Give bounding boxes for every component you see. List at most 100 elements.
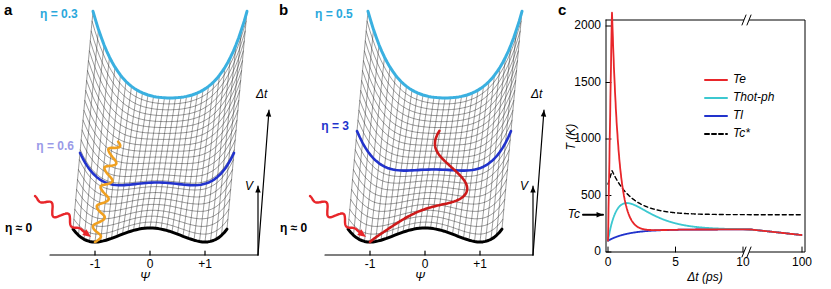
figure-label: η = 0.6	[36, 140, 74, 153]
axis-tick	[608, 247, 609, 252]
mesh-line	[112, 86, 132, 238]
figure-label: 1500	[574, 76, 601, 89]
mesh-line	[80, 150, 234, 183]
trajectory	[370, 131, 467, 242]
psi-axis	[50, 254, 258, 255]
mesh-line	[475, 75, 495, 241]
figure-label: 0	[594, 245, 601, 258]
axis-tick	[424, 251, 425, 255]
figure-label: c	[558, 2, 566, 19]
mesh-line	[211, 57, 231, 241]
figure-label: η = 0.5	[315, 8, 353, 21]
mesh-line	[469, 82, 489, 241]
mesh-line	[387, 86, 407, 238]
mesh-line	[381, 82, 401, 241]
mesh-line	[497, 30, 517, 236]
potential-curve	[80, 153, 234, 185]
legend-sample	[705, 115, 727, 117]
figure-label: +1	[473, 258, 487, 271]
figure-label: 0	[422, 258, 429, 271]
mesh-line	[128, 95, 148, 232]
v-axis-head	[255, 186, 260, 192]
mesh-line	[134, 96, 154, 230]
axis-tick	[675, 247, 676, 252]
axis-tick	[743, 247, 744, 252]
figure-label: -1	[365, 258, 376, 271]
figure-label: 10	[736, 256, 749, 269]
figure-label: 500	[581, 189, 601, 202]
legend-sample	[705, 79, 727, 81]
legend-sample	[705, 97, 727, 99]
mesh-line	[93, 11, 247, 98]
figure-label: 1000	[574, 132, 601, 145]
mesh-line	[365, 41, 519, 116]
mesh-line	[392, 90, 412, 236]
trajectory	[93, 142, 120, 242]
chart-frame	[606, 20, 805, 252]
figure-label: 0	[147, 258, 154, 271]
figure-label: a	[4, 2, 12, 19]
mesh-line	[348, 11, 368, 229]
mesh-line	[79, 30, 99, 236]
figure-label: 5	[672, 256, 679, 269]
mesh-line	[367, 21, 521, 104]
potential-curve	[368, 11, 522, 98]
mesh-line	[447, 95, 467, 232]
mesh-line	[92, 21, 246, 104]
mesh-line	[82, 130, 236, 170]
potential-curve	[93, 11, 247, 98]
figure-label: η ≈ 0	[5, 222, 32, 235]
axis-tick	[149, 251, 150, 255]
potential-curve	[357, 131, 511, 171]
figure-label: Δt (ps)	[687, 271, 722, 284]
figure-label: Ψ	[415, 271, 425, 284]
mesh-line	[205, 67, 225, 242]
figure-label: 100	[792, 256, 812, 269]
te-curve	[608, 13, 801, 241]
pump-pulse	[310, 196, 362, 234]
mesh-line	[200, 75, 220, 241]
figure-label: η = 3	[321, 120, 349, 133]
mesh-line	[183, 90, 203, 236]
mesh-line	[139, 97, 159, 229]
mesh-line	[189, 86, 209, 238]
mesh-line	[123, 93, 143, 234]
figure-label: Δt	[256, 88, 267, 101]
mesh-line	[84, 45, 104, 240]
mesh-line	[145, 98, 165, 229]
mesh-line	[194, 82, 214, 241]
axis-break	[744, 14, 749, 26]
mesh-line	[357, 130, 511, 170]
axis-tick	[479, 251, 480, 255]
mesh-line	[442, 96, 462, 230]
time-axis-head	[541, 110, 546, 117]
mesh-line	[370, 67, 390, 242]
figure-label: V	[520, 180, 528, 193]
figure-label: Tc	[568, 208, 580, 221]
pump-pulse-head	[357, 229, 366, 237]
axis-tick	[606, 26, 611, 27]
mesh-line	[150, 98, 170, 228]
psi-axis	[325, 254, 533, 255]
mesh-line	[376, 75, 396, 241]
figure-label: η = 0.3	[40, 8, 78, 21]
mesh-line	[172, 95, 192, 232]
legend-text: Tc*	[733, 127, 750, 140]
legend-sample	[705, 133, 727, 135]
axis-tick	[204, 251, 205, 255]
mesh-line	[178, 93, 198, 234]
mesh-line	[87, 81, 241, 140]
figure-label: η ≈ 0	[280, 222, 307, 235]
v-axis-head	[530, 186, 535, 192]
figure-label: 0	[605, 256, 612, 269]
axis-break-mark	[747, 15, 751, 25]
figure-label: V	[245, 180, 253, 193]
thot-curve	[608, 203, 801, 241]
legend-text: Tl	[733, 109, 743, 122]
tc-arrow-head	[597, 212, 603, 217]
legend-text: Te	[733, 73, 746, 86]
figure-label: Ψ	[140, 271, 150, 284]
mesh-line	[453, 93, 473, 234]
